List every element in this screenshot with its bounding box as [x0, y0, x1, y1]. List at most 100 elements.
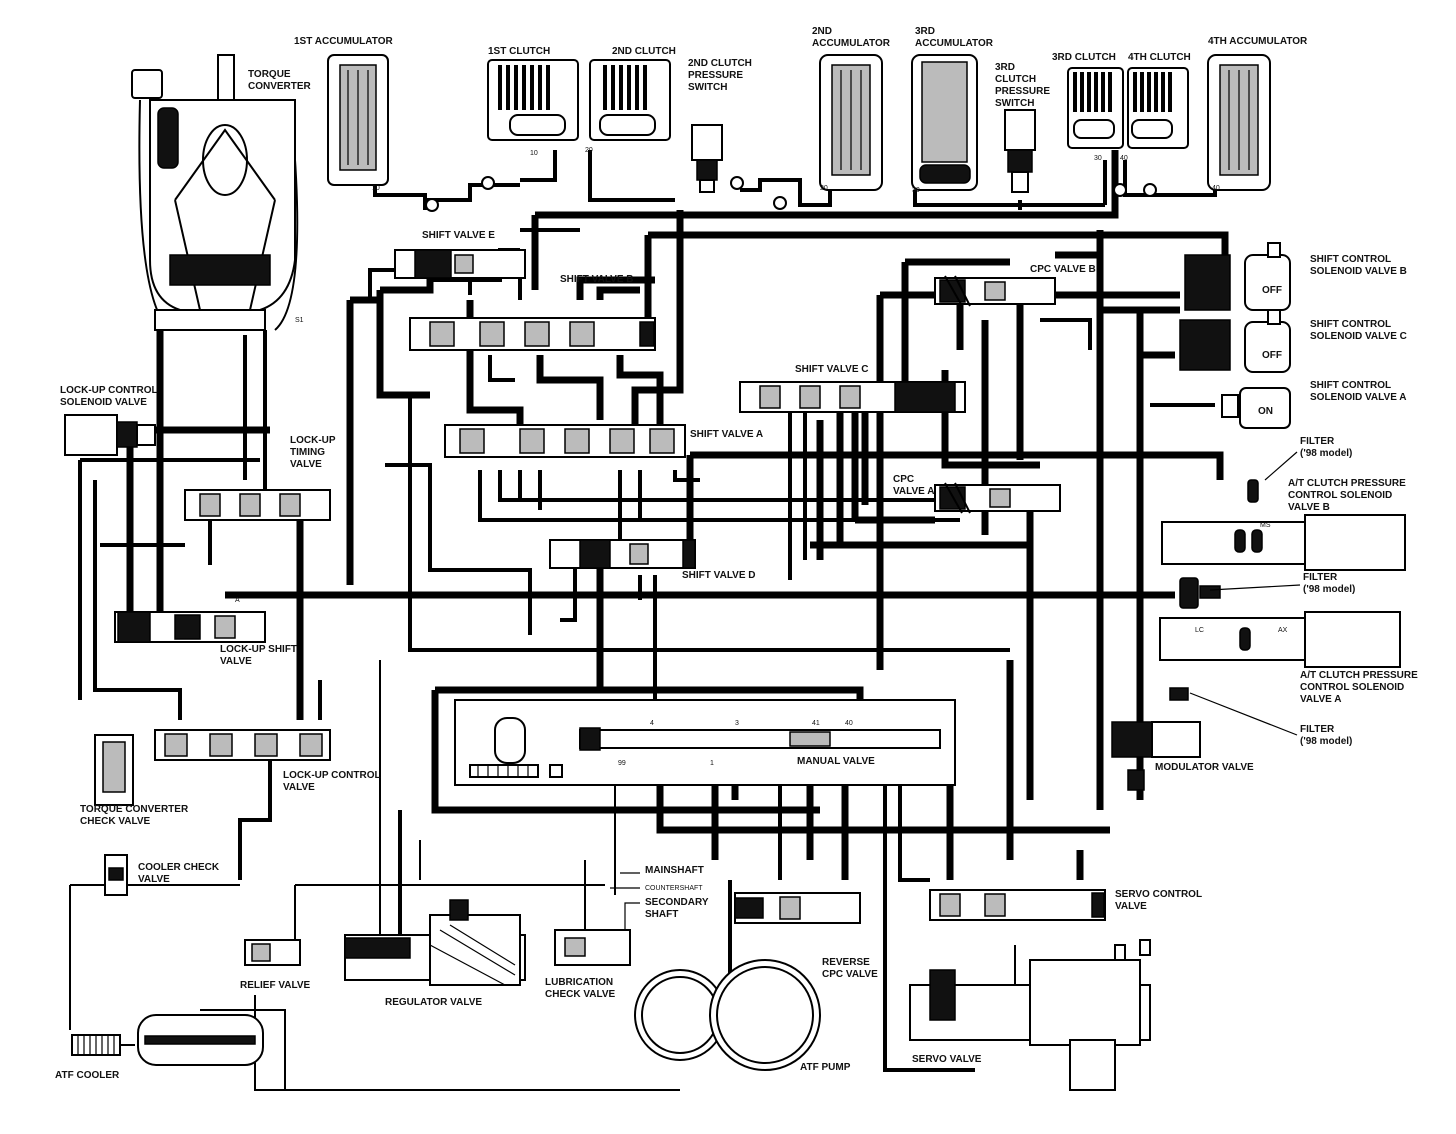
sol-a-state: ON — [1258, 406, 1273, 417]
manual-port-4: 4 — [650, 720, 654, 727]
reverse-cpc-valve-body — [734, 892, 861, 924]
label-sol-c-1: SHIFT CONTROL — [1310, 319, 1391, 330]
manual-port-41: 41 — [812, 720, 820, 727]
modulator-valve — [1111, 721, 1201, 791]
lockup-solenoid-body — [64, 414, 156, 456]
label-relief: RELIEF VALVE — [240, 980, 311, 991]
atf-cooler-body — [71, 1014, 264, 1066]
label-ms: MS — [1260, 522, 1271, 529]
label-sw2-1: 2ND CLUTCH — [688, 58, 752, 69]
clutch-4: 40 — [1120, 67, 1189, 162]
clutch4-port: 40 — [1120, 155, 1128, 162]
label-servo-control-1: SERVO CONTROL — [1115, 889, 1202, 900]
label-sw3-2: CLUTCH — [995, 74, 1036, 85]
shift-solenoid-c: OFF — [1179, 309, 1291, 373]
label-clutch2: 2ND CLUTCH — [612, 46, 676, 57]
label-manual-valve: MANUAL VALVE — [797, 756, 875, 767]
relief-valve-body — [244, 939, 301, 966]
servo-valve-body — [909, 939, 1151, 1091]
pressure-switch-3 — [1004, 109, 1036, 193]
label-countershaft: COUNTERSHAFT — [645, 885, 703, 892]
label-ax: AX — [1278, 627, 1288, 634]
label-lockup-timing-2: TIMING — [290, 447, 325, 458]
manual-port-99: 99 — [618, 760, 626, 767]
lockup-timing-valve-body — [184, 489, 331, 521]
accum3-port: 30 — [912, 187, 920, 194]
label-tc-check-2: CHECK VALVE — [80, 816, 151, 827]
label-pcs-b-2: CONTROL SOLENOID — [1288, 490, 1392, 501]
label-modulator: MODULATOR VALVE — [1155, 762, 1254, 773]
check-valves — [425, 176, 1157, 212]
manual-valve-body: 4 3 41 40 1 99 — [454, 699, 956, 786]
label-accum1: 1ST ACCUMULATOR — [294, 36, 393, 47]
accumulator-2: 20 — [819, 54, 883, 192]
clutch3-port: 30 — [1094, 155, 1102, 162]
label-sw2-2: PRESSURE — [688, 70, 743, 81]
label-pcs-b-1: A/T CLUTCH PRESSURE — [1288, 478, 1406, 489]
label-filter3-1: FILTER — [1300, 724, 1335, 735]
pressure-switch-2 — [691, 124, 723, 193]
servo-control-valve-body — [929, 889, 1106, 921]
shift-valve-a-body — [444, 424, 686, 458]
atf-pump-body — [634, 959, 821, 1071]
sol-c-state: OFF — [1262, 350, 1282, 361]
clutch-3: 30 — [1067, 67, 1124, 162]
label-mainshaft: MAINSHAFT — [645, 865, 704, 876]
label-shift-valve-e: SHIFT VALVE E — [422, 230, 495, 241]
manual-port-3: 3 — [735, 720, 739, 727]
lube-check-valve-body — [554, 929, 631, 966]
label-lube-check-1: LUBRICATION — [545, 977, 613, 988]
label-line-s1: S1 — [295, 317, 304, 324]
label-sol-a-1: SHIFT CONTROL — [1310, 380, 1391, 391]
shift-valve-b-body — [409, 317, 656, 351]
regulator-valve-body — [344, 899, 526, 986]
label-lockup-control-2: VALVE — [283, 782, 315, 793]
clutch-2: 20 — [585, 59, 671, 154]
label-clutch3: 3RD CLUTCH — [1052, 52, 1116, 63]
label-atf-cooler: ATF COOLER — [55, 1070, 120, 1081]
label-cooler-check-2: VALVE — [138, 874, 170, 885]
cpc-valve-b-body — [934, 275, 1056, 307]
label-tc-2: CONVERTER — [248, 81, 312, 92]
label-clutch1: 1ST CLUTCH — [488, 46, 550, 57]
label-lockup-control-1: LOCK-UP CONTROL — [283, 770, 381, 781]
label-lockup-shift-1: LOCK-UP SHIFT — [220, 644, 297, 655]
label-cooler-check-1: COOLER CHECK — [138, 862, 220, 873]
accumulator-4: 40 — [1207, 54, 1271, 192]
label-sw3-1: 3RD — [995, 62, 1015, 73]
label-shift-valve-a: SHIFT VALVE A — [690, 429, 763, 440]
label-sol-c-2: SOLENOID VALVE C — [1310, 331, 1407, 342]
shift-solenoid-b: OFF — [1184, 242, 1291, 311]
label-pcs-a-1: A/T CLUTCH PRESSURE — [1300, 670, 1418, 681]
label-filter2-2: ('98 model) — [1303, 584, 1355, 595]
label-tc-check-1: TORQUE CONVERTER — [80, 804, 189, 815]
label-lockup-sol-2: SOLENOID VALVE — [60, 397, 147, 408]
cpc-valve-a-body — [934, 482, 1061, 514]
accum4-port: 40 — [1212, 185, 1220, 192]
label-lube-check-2: CHECK VALVE — [545, 989, 616, 1000]
accumulator-3: 30 — [911, 54, 978, 194]
label-accum2-1: 2ND — [812, 26, 832, 37]
pcs-a — [1159, 577, 1401, 701]
label-cpc-valve-b: CPC VALVE B — [1030, 264, 1096, 275]
label-sw3-3: PRESSURE — [995, 86, 1050, 97]
label-sw2-3: SWITCH — [688, 82, 727, 93]
label-accum4: 4TH ACCUMULATOR — [1208, 36, 1308, 47]
torque-converter — [131, 54, 299, 331]
label-lockup-shift-2: VALVE — [220, 656, 252, 667]
clutch-1: 10 — [487, 59, 579, 157]
label-tc-1: TORQUE — [248, 69, 291, 80]
label-filter2-1: FILTER — [1303, 572, 1338, 583]
cooler-check-valve-body — [104, 854, 128, 896]
label-lc: LC — [1195, 627, 1204, 634]
shift-valve-e-body — [394, 249, 526, 279]
label-accum3-1: 3RD — [915, 26, 935, 37]
label-pcs-a-2: CONTROL SOLENOID — [1300, 682, 1404, 693]
label-reverse-cpc-1: REVERSE — [822, 957, 870, 968]
label-pcs-a-3: VALVE A — [1300, 694, 1341, 705]
label-line-a: A — [235, 597, 240, 604]
label-filter1-1: FILTER — [1300, 436, 1335, 447]
lockup-shift-valve-body — [114, 611, 266, 643]
label-servo-valve: SERVO VALVE — [912, 1054, 982, 1065]
